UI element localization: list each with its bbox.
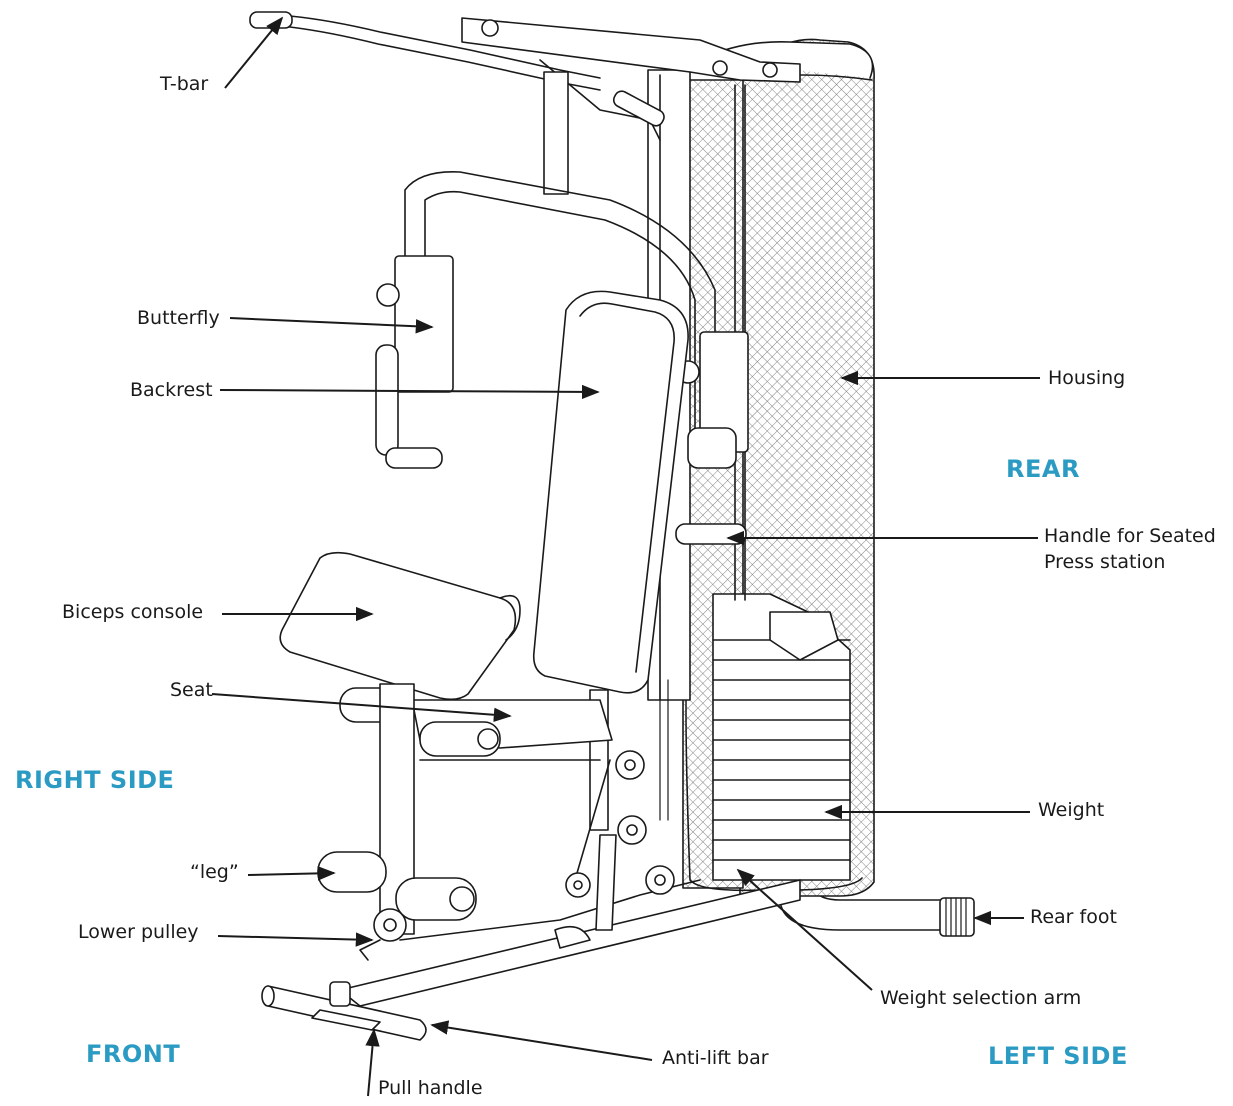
label-biceps-console: Biceps console: [62, 601, 204, 623]
lower-pulley-wheel: [359, 908, 407, 961]
side-label-rear: REAR: [1006, 455, 1080, 483]
label-anti-lift-bar: Anti-lift bar: [662, 1047, 769, 1069]
label-housing: Housing: [1048, 367, 1126, 389]
leg-leader: [247, 866, 336, 881]
label-leg: “leg”: [190, 861, 239, 883]
leg-rollers: [317, 851, 477, 921]
t-bar-leader: [224, 16, 284, 89]
label-seat: Seat: [170, 679, 213, 701]
butterfly-arm-right: [375, 171, 716, 469]
weight-stack: [685, 593, 863, 892]
top-boom: [461, 17, 801, 141]
label-weight-selection-arm: Weight selection arm: [880, 987, 1082, 1009]
lower-pulley-leader: [217, 932, 374, 947]
label-t-bar: T-bar: [160, 73, 209, 95]
label-rear-foot: Rear foot: [1030, 906, 1117, 928]
anti-lift-bar-leader: [430, 1020, 653, 1061]
side-label-right-side: RIGHT SIDE: [15, 766, 175, 794]
anti-lift-bar: [261, 981, 427, 1041]
biceps-console-pad: [279, 551, 521, 701]
side-label-left-side: LEFT SIDE: [988, 1042, 1128, 1070]
top-support-post: [543, 71, 569, 195]
weight-selection-arm-leader: [736, 868, 873, 991]
base-frame: [339, 834, 801, 1007]
label-lower-pulley: Lower pulley: [78, 921, 199, 943]
label-weight: Weight: [1038, 799, 1105, 821]
seat-leader: [211, 693, 512, 722]
label-butterfly: Butterfly: [137, 307, 220, 329]
label-handle-line1: Handle for Seated: [1044, 525, 1216, 547]
seated-press-handle: [675, 523, 747, 545]
rear-foot-cap: [939, 897, 975, 937]
pull-handle-leader: [365, 1028, 380, 1097]
backrest-leader: [219, 384, 600, 400]
leader-lines: [211, 16, 1040, 1097]
pulley-wheels: [565, 750, 675, 898]
label-backrest: Backrest: [130, 379, 213, 401]
side-label-front: FRONT: [86, 1040, 181, 1068]
butterfly-leader: [229, 317, 434, 334]
label-pull-handle: Pull handle: [378, 1077, 483, 1099]
label-handle-line2: Press station: [1044, 551, 1166, 573]
